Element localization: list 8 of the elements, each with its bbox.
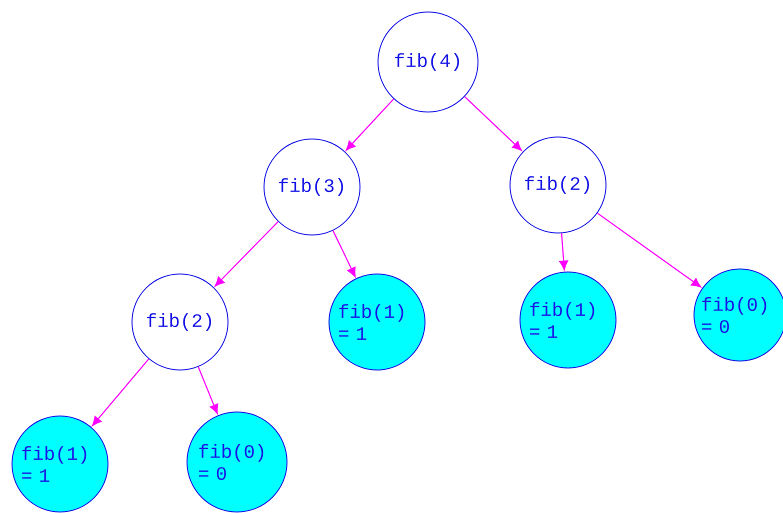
arrow: [346, 98, 394, 151]
arrow: [464, 96, 522, 151]
arrow: [559, 233, 568, 270]
arrow: [92, 358, 150, 426]
arrow: [332, 230, 356, 278]
arrow: [214, 221, 279, 286]
arrow: [198, 366, 218, 414]
arrow: [597, 212, 702, 288]
